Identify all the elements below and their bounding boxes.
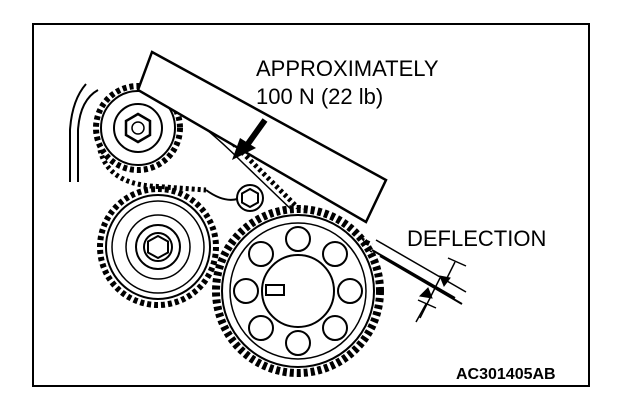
- idler-nut: [236, 184, 264, 212]
- pressing-block: [136, 50, 388, 224]
- load-label-line2: 100 N (22 lb): [256, 84, 383, 109]
- camshaft-bolt: [124, 112, 152, 144]
- deflection-dimension: [375, 239, 467, 323]
- force-arrow: [232, 118, 268, 160]
- camshaft-sprocket: [93, 83, 183, 173]
- engine-housing-edge: [69, 83, 99, 182]
- deflection-label: DEFLECTION: [407, 226, 546, 251]
- load-label-line1: APPROXIMATELY: [256, 56, 439, 81]
- figure-code: AC301405AB: [456, 366, 556, 383]
- keyway: [265, 284, 285, 296]
- crankshaft-sprocket: [212, 205, 384, 377]
- tensioner-pulley: [97, 186, 219, 308]
- tensioner-nut: [147, 234, 169, 260]
- figure-frame: [32, 23, 590, 387]
- sprocket-holes: [233, 226, 363, 356]
